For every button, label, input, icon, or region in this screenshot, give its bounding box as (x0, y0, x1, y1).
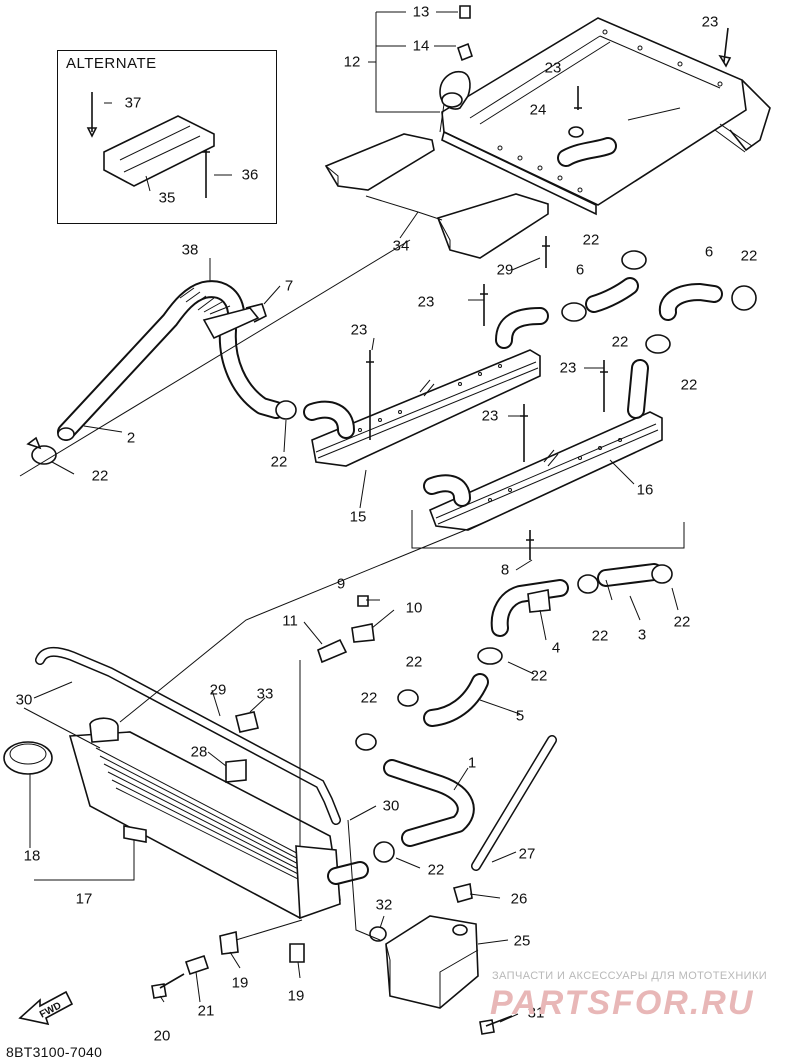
callout-30: 30 (15, 691, 33, 709)
callout-31: 31 (527, 1004, 545, 1022)
callout-22: 22 (530, 667, 548, 685)
fwd-arrow-icon (18, 990, 74, 1026)
callout-26: 26 (510, 890, 528, 908)
callout-4: 4 (551, 639, 561, 657)
callout-22: 22 (405, 653, 423, 671)
reservoir-25 (369, 735, 557, 1009)
hoses-6 (585, 277, 723, 321)
clamps-22-upper (275, 250, 757, 420)
callout-19: 19 (231, 974, 249, 992)
callout-25: 25 (513, 932, 531, 950)
callout-23: 23 (417, 293, 435, 311)
bolts-middle (366, 236, 608, 560)
radiator-15 (303, 307, 549, 467)
callout-5: 5 (515, 707, 525, 725)
callout-38: 38 (181, 241, 199, 259)
watermark-logo: PARTSFOR.RU (490, 984, 754, 1020)
alternate-title: ALTERNATE (66, 55, 157, 72)
alternate-box: ALTERNATE (57, 50, 277, 224)
overflow-tube-29 (35, 646, 341, 825)
callout-23: 23 (350, 321, 368, 339)
callout-19: 19 (287, 987, 305, 1005)
callout-23: 23 (701, 13, 719, 31)
callout-28: 28 (190, 743, 208, 761)
callout-7: 7 (284, 277, 294, 295)
bolt-23-group (568, 27, 732, 138)
callout-17: 17 (75, 890, 93, 908)
callout-35: 35 (158, 189, 176, 207)
watermark-caption: ЗАПЧАСТИ И АКСЕССУАРЫ ДЛЯ МОТОТЕХНИКИ (492, 970, 768, 982)
radiator-16 (423, 359, 663, 531)
callout-21: 21 (197, 1002, 215, 1020)
callout-14: 14 (412, 37, 430, 55)
bracket-34 (324, 133, 549, 259)
callout-12: 12 (343, 53, 361, 71)
callout-8: 8 (500, 561, 510, 579)
figure-code: 8BT3100-7040 (6, 1044, 103, 1060)
callout-23: 23 (559, 359, 577, 377)
callout-22: 22 (740, 247, 758, 265)
callout-30: 30 (382, 797, 400, 815)
callout-13: 13 (412, 3, 430, 21)
callout-22: 22 (360, 689, 378, 707)
callout-6: 6 (704, 243, 714, 261)
fwd-label: FWD (38, 1000, 63, 1020)
radiator-17 (68, 717, 369, 920)
callout-29: 29 (496, 261, 514, 279)
fwd-badge: FWD (38, 1000, 63, 1020)
joint-4-hoses (355, 563, 673, 751)
callout-2: 2 (126, 429, 136, 447)
top-cover-plate (441, 17, 771, 216)
callout-24: 24 (529, 101, 547, 119)
callout-22: 22 (91, 467, 109, 485)
callout-16: 16 (636, 481, 654, 499)
callout-22: 22 (427, 861, 445, 879)
callout-22: 22 (680, 376, 698, 394)
callout-32: 32 (375, 896, 393, 914)
callout-22: 22 (270, 453, 288, 471)
callout-18: 18 (23, 847, 41, 865)
callout-20: 20 (153, 1027, 171, 1045)
hose-2-38 (57, 280, 285, 441)
callout-9: 9 (336, 575, 346, 593)
hose-1 (373, 759, 475, 863)
grommet-assembly (439, 5, 473, 133)
clamp-22-left (26, 436, 57, 465)
callout-34: 34 (392, 237, 410, 255)
callout-22: 22 (673, 613, 691, 631)
callout-33: 33 (256, 685, 274, 703)
callout-37: 37 (124, 94, 142, 112)
callout-23: 23 (481, 407, 499, 425)
leader-lines (19, 11, 685, 1023)
callout-1: 1 (467, 754, 477, 772)
sensor-bracket-9-10-11 (317, 595, 375, 664)
callout-36: 36 (241, 166, 259, 184)
alternate-bracket-35 (86, 92, 215, 198)
callout-22: 22 (611, 333, 629, 351)
callout-11: 11 (282, 612, 298, 630)
callout-6: 6 (575, 261, 585, 279)
callout-22: 22 (591, 627, 609, 645)
mounts-bottom (151, 930, 513, 1035)
callout-22: 22 (582, 231, 600, 249)
callout-15: 15 (349, 508, 367, 526)
watermark-logo-text: PARTSFOR.RU (490, 984, 754, 1020)
radiator-cap-18 (3, 741, 53, 775)
callout-27: 27 (518, 845, 536, 863)
callout-23: 23 (544, 59, 562, 77)
callout-10: 10 (405, 599, 423, 617)
callout-3: 3 (637, 626, 647, 644)
callout-29: 29 (209, 681, 227, 699)
